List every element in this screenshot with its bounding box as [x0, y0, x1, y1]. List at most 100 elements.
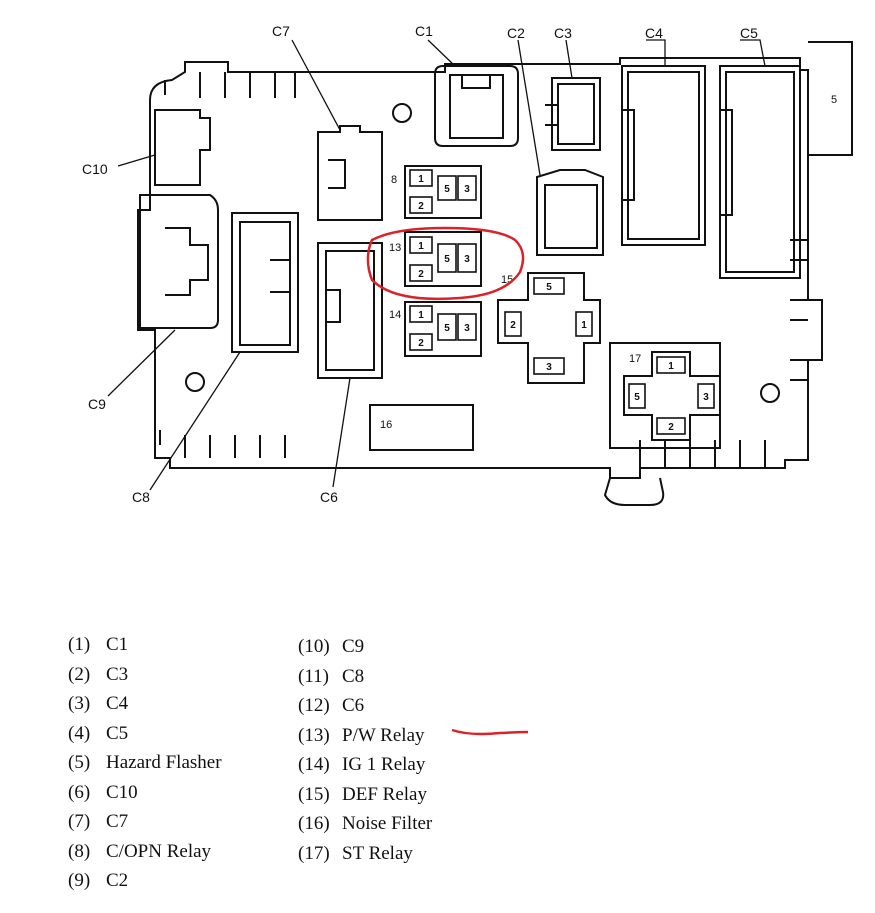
- r8-pin5: 5: [444, 184, 450, 195]
- legend-item-label: DEF Relay: [342, 783, 427, 805]
- legend-item-label: IG 1 Relay: [342, 754, 426, 775]
- legend-item-label: C5: [106, 722, 129, 744]
- c6-connector: [317, 242, 383, 379]
- bottom-tabs: [159, 430, 766, 468]
- r15-pin1-box: [575, 311, 593, 337]
- legend-item-label: ST Relay: [342, 842, 413, 864]
- legend-item-number: (10): [298, 636, 330, 657]
- r13-pin2: 2: [418, 269, 424, 280]
- legend-item: (5)Hazard Flasher: [68, 748, 222, 778]
- r17-pin2: 2: [668, 422, 674, 433]
- relay-15-body: [497, 272, 601, 384]
- leader-c3: [565, 39, 573, 79]
- r17-pin3: 3: [703, 392, 709, 403]
- red-highlight-circle: [366, 226, 525, 301]
- r15-pin5-box: [533, 277, 565, 295]
- legend-item-number: (13): [298, 724, 330, 746]
- legend-item-number: (2): [68, 663, 91, 685]
- red-underline: [451, 728, 529, 736]
- legend-left: (1) C1 (2) C3 (3) C4 (4) C5 (5)Hazard Flasher(6)…: [68, 630, 222, 896]
- legend-item-label: C8: [342, 665, 365, 687]
- r8-pin2: 2: [418, 201, 424, 212]
- legend-item: (1) C1: [68, 630, 222, 660]
- hazard-flasher: [808, 41, 853, 156]
- legend-item-number: (4): [68, 722, 91, 744]
- c4-connector: [621, 65, 706, 246]
- mount-hole-top: [392, 103, 412, 123]
- legend-item: (10) C9: [298, 632, 432, 662]
- legend-item-number: (1): [68, 634, 91, 655]
- legend-item-label: Hazard Flasher: [106, 752, 222, 773]
- legend-item-number: (17): [298, 842, 330, 864]
- r13-pin5-box: [437, 243, 457, 273]
- relay-17-body: [623, 351, 721, 441]
- callout-c4: C4: [645, 25, 663, 41]
- legend-item-number: (8): [68, 840, 91, 862]
- callout-8: 8: [391, 174, 397, 186]
- c5-connector: [719, 65, 801, 279]
- r13-pin5: 5: [444, 254, 450, 265]
- r15-pin2-box: [504, 311, 522, 337]
- relay-14-body: [404, 301, 482, 357]
- legend-item: (6)C10: [68, 778, 222, 808]
- relay-8-body: [404, 165, 482, 219]
- callout-14: 14: [389, 309, 401, 321]
- top-tabs: [164, 72, 296, 98]
- legend-item-label: P/W Relay: [342, 724, 425, 746]
- r15-pin3: 3: [546, 362, 552, 373]
- legend-item: (2) C3: [68, 660, 222, 690]
- r13-pin1-box: [409, 236, 433, 254]
- r15-pin1: 1: [581, 320, 587, 331]
- leader-c9: [107, 329, 176, 397]
- leader-c5: [740, 39, 766, 67]
- callout-16: 16: [380, 419, 392, 431]
- legend-item-number: (7): [68, 811, 91, 832]
- legend-item: (14) IG 1 Relay: [298, 750, 432, 780]
- legend-item: (4) C5: [68, 719, 222, 749]
- r8-pin3: 3: [464, 184, 470, 195]
- r14-pin2-box: [409, 333, 433, 351]
- r15-pin2: 2: [510, 320, 516, 331]
- callout-c5: C5: [740, 25, 758, 41]
- c10-connector: [154, 109, 211, 186]
- r17-pin1-box: [656, 356, 686, 374]
- callout-c2: C2: [507, 25, 525, 41]
- legend-right: (10)C9(11)C8(12)C6(13)P/W Relay(14)IG 1 …: [298, 632, 432, 868]
- r17-pin1: 1: [668, 361, 674, 372]
- bottom-bump: [603, 477, 665, 506]
- leader-c6: [332, 377, 351, 488]
- noise-filter-body: [369, 404, 474, 451]
- c1-connector: [434, 65, 519, 147]
- r17-pin3-box: [697, 383, 715, 409]
- leader-c2: [517, 39, 541, 176]
- leader-c4: [646, 39, 666, 66]
- legend-item: (3) C4: [68, 689, 222, 719]
- legend-item-label: C4: [106, 693, 129, 714]
- r17-pin5: 5: [634, 392, 640, 403]
- r8-pin2-box: [409, 196, 433, 214]
- c7-connector: [317, 125, 383, 221]
- c3-connector: [545, 77, 601, 151]
- legend-item-number: (14): [298, 754, 330, 775]
- r14-pin3: 3: [464, 323, 470, 334]
- relay-13-body: [404, 231, 482, 287]
- legend-item: (12)C6: [298, 691, 432, 721]
- r14-pin3-box: [457, 313, 477, 341]
- legend-item-number: (3): [68, 693, 91, 714]
- legend-item-label: C9: [342, 636, 365, 657]
- callout-c8: C8: [132, 489, 150, 505]
- callout-c3: C3: [554, 25, 572, 41]
- r14-pin2: 2: [418, 338, 424, 349]
- legend-item-label: C1: [106, 634, 129, 655]
- legend-item-label: C7: [106, 811, 129, 832]
- r17-pin2-box: [656, 417, 686, 435]
- legend-item-label: C3: [106, 663, 129, 685]
- legend-item-number: (12): [298, 695, 330, 716]
- leader-c10: [117, 154, 156, 167]
- r14-pin5: 5: [444, 323, 450, 334]
- legend-item-label: C10: [106, 781, 138, 803]
- r14-pin5-box: [437, 313, 457, 341]
- legend-item: (7) C7: [68, 807, 222, 837]
- callout-c6: C6: [320, 489, 338, 505]
